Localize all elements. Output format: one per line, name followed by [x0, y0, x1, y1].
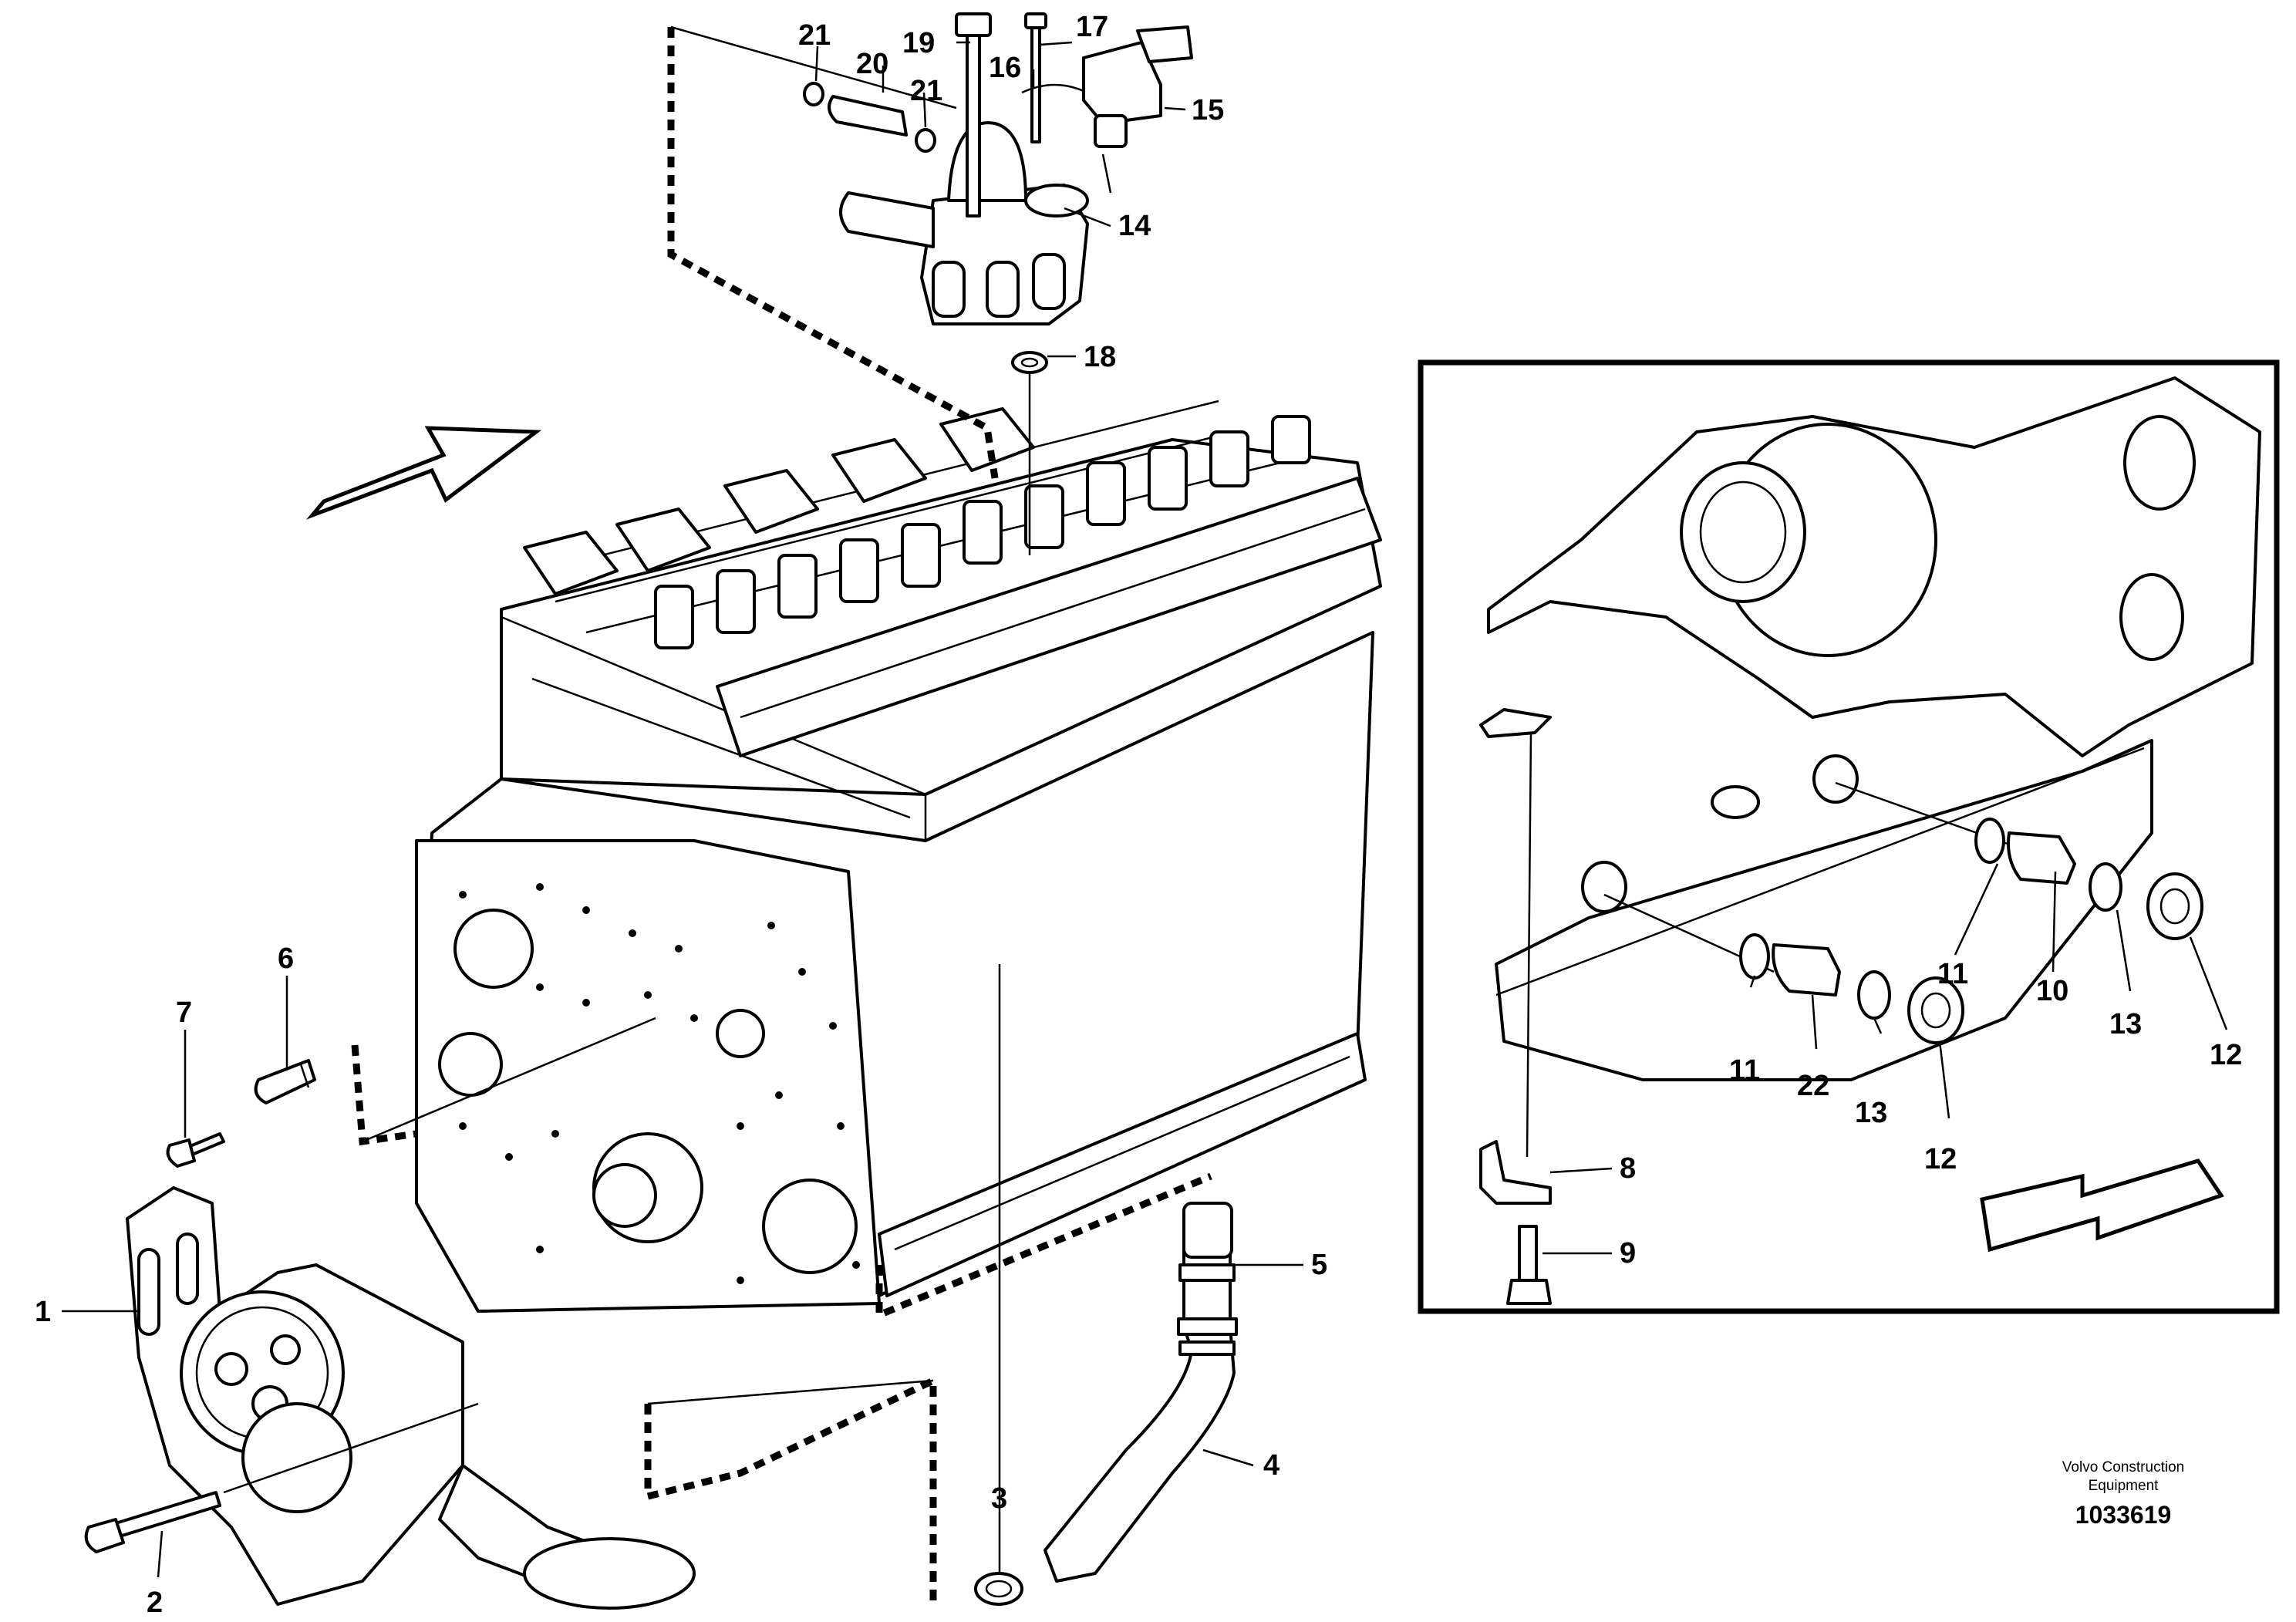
callout-21-left: 21: [798, 19, 831, 52]
detail-inset-drawing: [1479, 376, 2261, 1305]
callout-6: 6: [278, 943, 294, 975]
bracket-8: [1479, 1140, 1552, 1205]
sleeve-10: [2007, 831, 2076, 885]
callout-21-right: 21: [910, 75, 942, 107]
callout-14: 14: [1118, 210, 1151, 242]
dashed-guide-pump: [644, 1374, 937, 1604]
callout-20: 20: [856, 48, 888, 80]
o-ring-3: [974, 1572, 1023, 1606]
sleeve-22: [1772, 943, 1841, 996]
o-ring-11-lower: [1739, 933, 1770, 980]
o-ring-21-right: [915, 128, 936, 153]
bolt-19: [966, 29, 981, 218]
callout-22: 22: [1797, 1070, 1829, 1102]
callout-15: 15: [1192, 94, 1224, 126]
callout-3: 3: [991, 1482, 1007, 1515]
plug-12-lower: [1907, 976, 1964, 1044]
callout-13-lower: 13: [1855, 1097, 1887, 1129]
valve-spring-row: [654, 415, 1311, 649]
credit-line-2: Equipment: [2089, 1478, 2159, 1494]
callout-19: 19: [902, 27, 935, 59]
drawing-number: 1033619: [2075, 1501, 2172, 1529]
bolt-2: [84, 1491, 221, 1553]
callout-18: 18: [1084, 341, 1116, 373]
bolt-7: [166, 1132, 225, 1168]
callout-10: 10: [2036, 975, 2068, 1007]
callout-2: 2: [147, 1587, 163, 1619]
leader-lines: [62, 41, 2228, 1578]
control-valve-assembly: [803, 12, 1193, 555]
callout-9: 9: [1620, 1237, 1636, 1270]
callout-13-upper: 13: [2109, 1008, 2142, 1040]
callout-16: 16: [989, 52, 1021, 84]
plug-12-upper: [2146, 872, 2203, 940]
direction-arrow-right: [1980, 1158, 2224, 1253]
callout-17: 17: [1076, 11, 1108, 43]
o-ring-13-lower: [1857, 970, 1891, 1020]
gasket: [1479, 708, 1552, 738]
credit-block: Volvo Construction Equipment 1033619: [2062, 1459, 2184, 1529]
callout-1: 1: [35, 1296, 51, 1328]
callout-12-upper: 12: [2210, 1039, 2242, 1071]
o-ring-11-upper: [1974, 818, 2005, 864]
callout-11-upper: 11: [1937, 958, 1968, 990]
callout-8: 8: [1620, 1152, 1636, 1185]
direction-arrow-left: [306, 426, 542, 520]
callout-7: 7: [176, 996, 192, 1029]
dashed-guide-6: [351, 1044, 417, 1146]
callout-11-lower: 11: [1729, 1054, 1760, 1087]
o-ring-13-upper: [2089, 862, 2122, 912]
callout-4: 4: [1263, 1449, 1279, 1482]
oil-pipe-4: [1043, 1202, 1238, 1583]
plug-6: [254, 1059, 316, 1104]
callout-5: 5: [1311, 1249, 1327, 1281]
credit-line-1: Volvo Construction: [2062, 1459, 2184, 1475]
callout-12-lower: 12: [1924, 1143, 1957, 1175]
dashed-guide-top: [667, 27, 999, 479]
callout-labels: 1 2 3 4 5 6 7 8 9 10 11 11 12 12 13 13 2…: [35, 11, 2242, 1619]
seal-18: [1011, 351, 1048, 374]
o-ring-21-left: [803, 82, 824, 106]
engine-block: [415, 400, 1382, 1313]
